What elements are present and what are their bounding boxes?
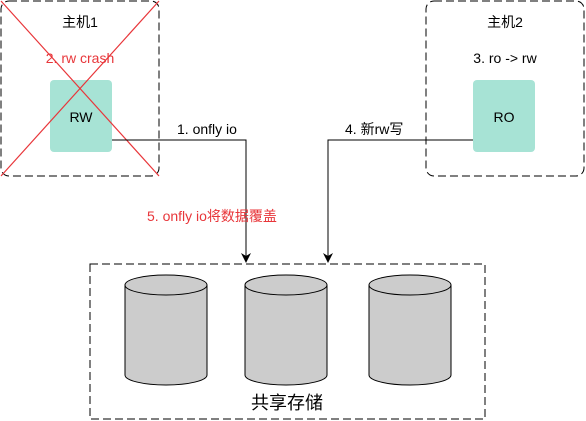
- new-rw-write-arrow: [323, 139, 473, 263]
- shared-storage-title: 共享存储: [251, 393, 323, 413]
- disk-3: [368, 274, 452, 386]
- disk-top: [368, 274, 452, 296]
- rw-crash-note: 2. rw crash: [46, 50, 114, 66]
- rw-node-label: RW: [69, 109, 93, 125]
- edge-new-rw-write: 4. 新rw写: [323, 121, 473, 263]
- shared-storage-border: [89, 263, 486, 420]
- disk-2: [244, 274, 328, 386]
- ro-node-label: RO: [494, 109, 515, 125]
- disk-top: [124, 274, 208, 296]
- host2-box: 主机2 3. ro -> rw RO: [425, 0, 585, 177]
- shared-storage-box: 共享存储: [89, 263, 486, 420]
- disk-icon: [124, 285, 208, 386]
- host2-title: 主机2: [487, 14, 523, 30]
- disk-icon: [368, 285, 452, 386]
- host2-border: [425, 0, 585, 177]
- onfly-io-arrow: [112, 139, 251, 263]
- crash-cross-line: [0, 0, 160, 177]
- disk-top: [244, 274, 328, 296]
- disk-1: [124, 274, 208, 386]
- host1-title: 主机1: [62, 14, 98, 30]
- host1-border: [0, 0, 160, 177]
- overwrite-note: 5. onfly io将数据覆盖: [147, 208, 277, 224]
- ro-node: [473, 80, 535, 152]
- disk-icon: [244, 285, 328, 386]
- edge-onfly-io: 1. onfly io: [112, 121, 251, 263]
- ro-to-rw-note: 3. ro -> rw: [473, 50, 537, 66]
- new-rw-write-label: 4. 新rw写: [345, 121, 403, 137]
- host1-box: 主机1 RW 2. rw crash: [0, 0, 160, 177]
- rw-node: [50, 80, 112, 152]
- onfly-io-label: 1. onfly io: [177, 121, 237, 137]
